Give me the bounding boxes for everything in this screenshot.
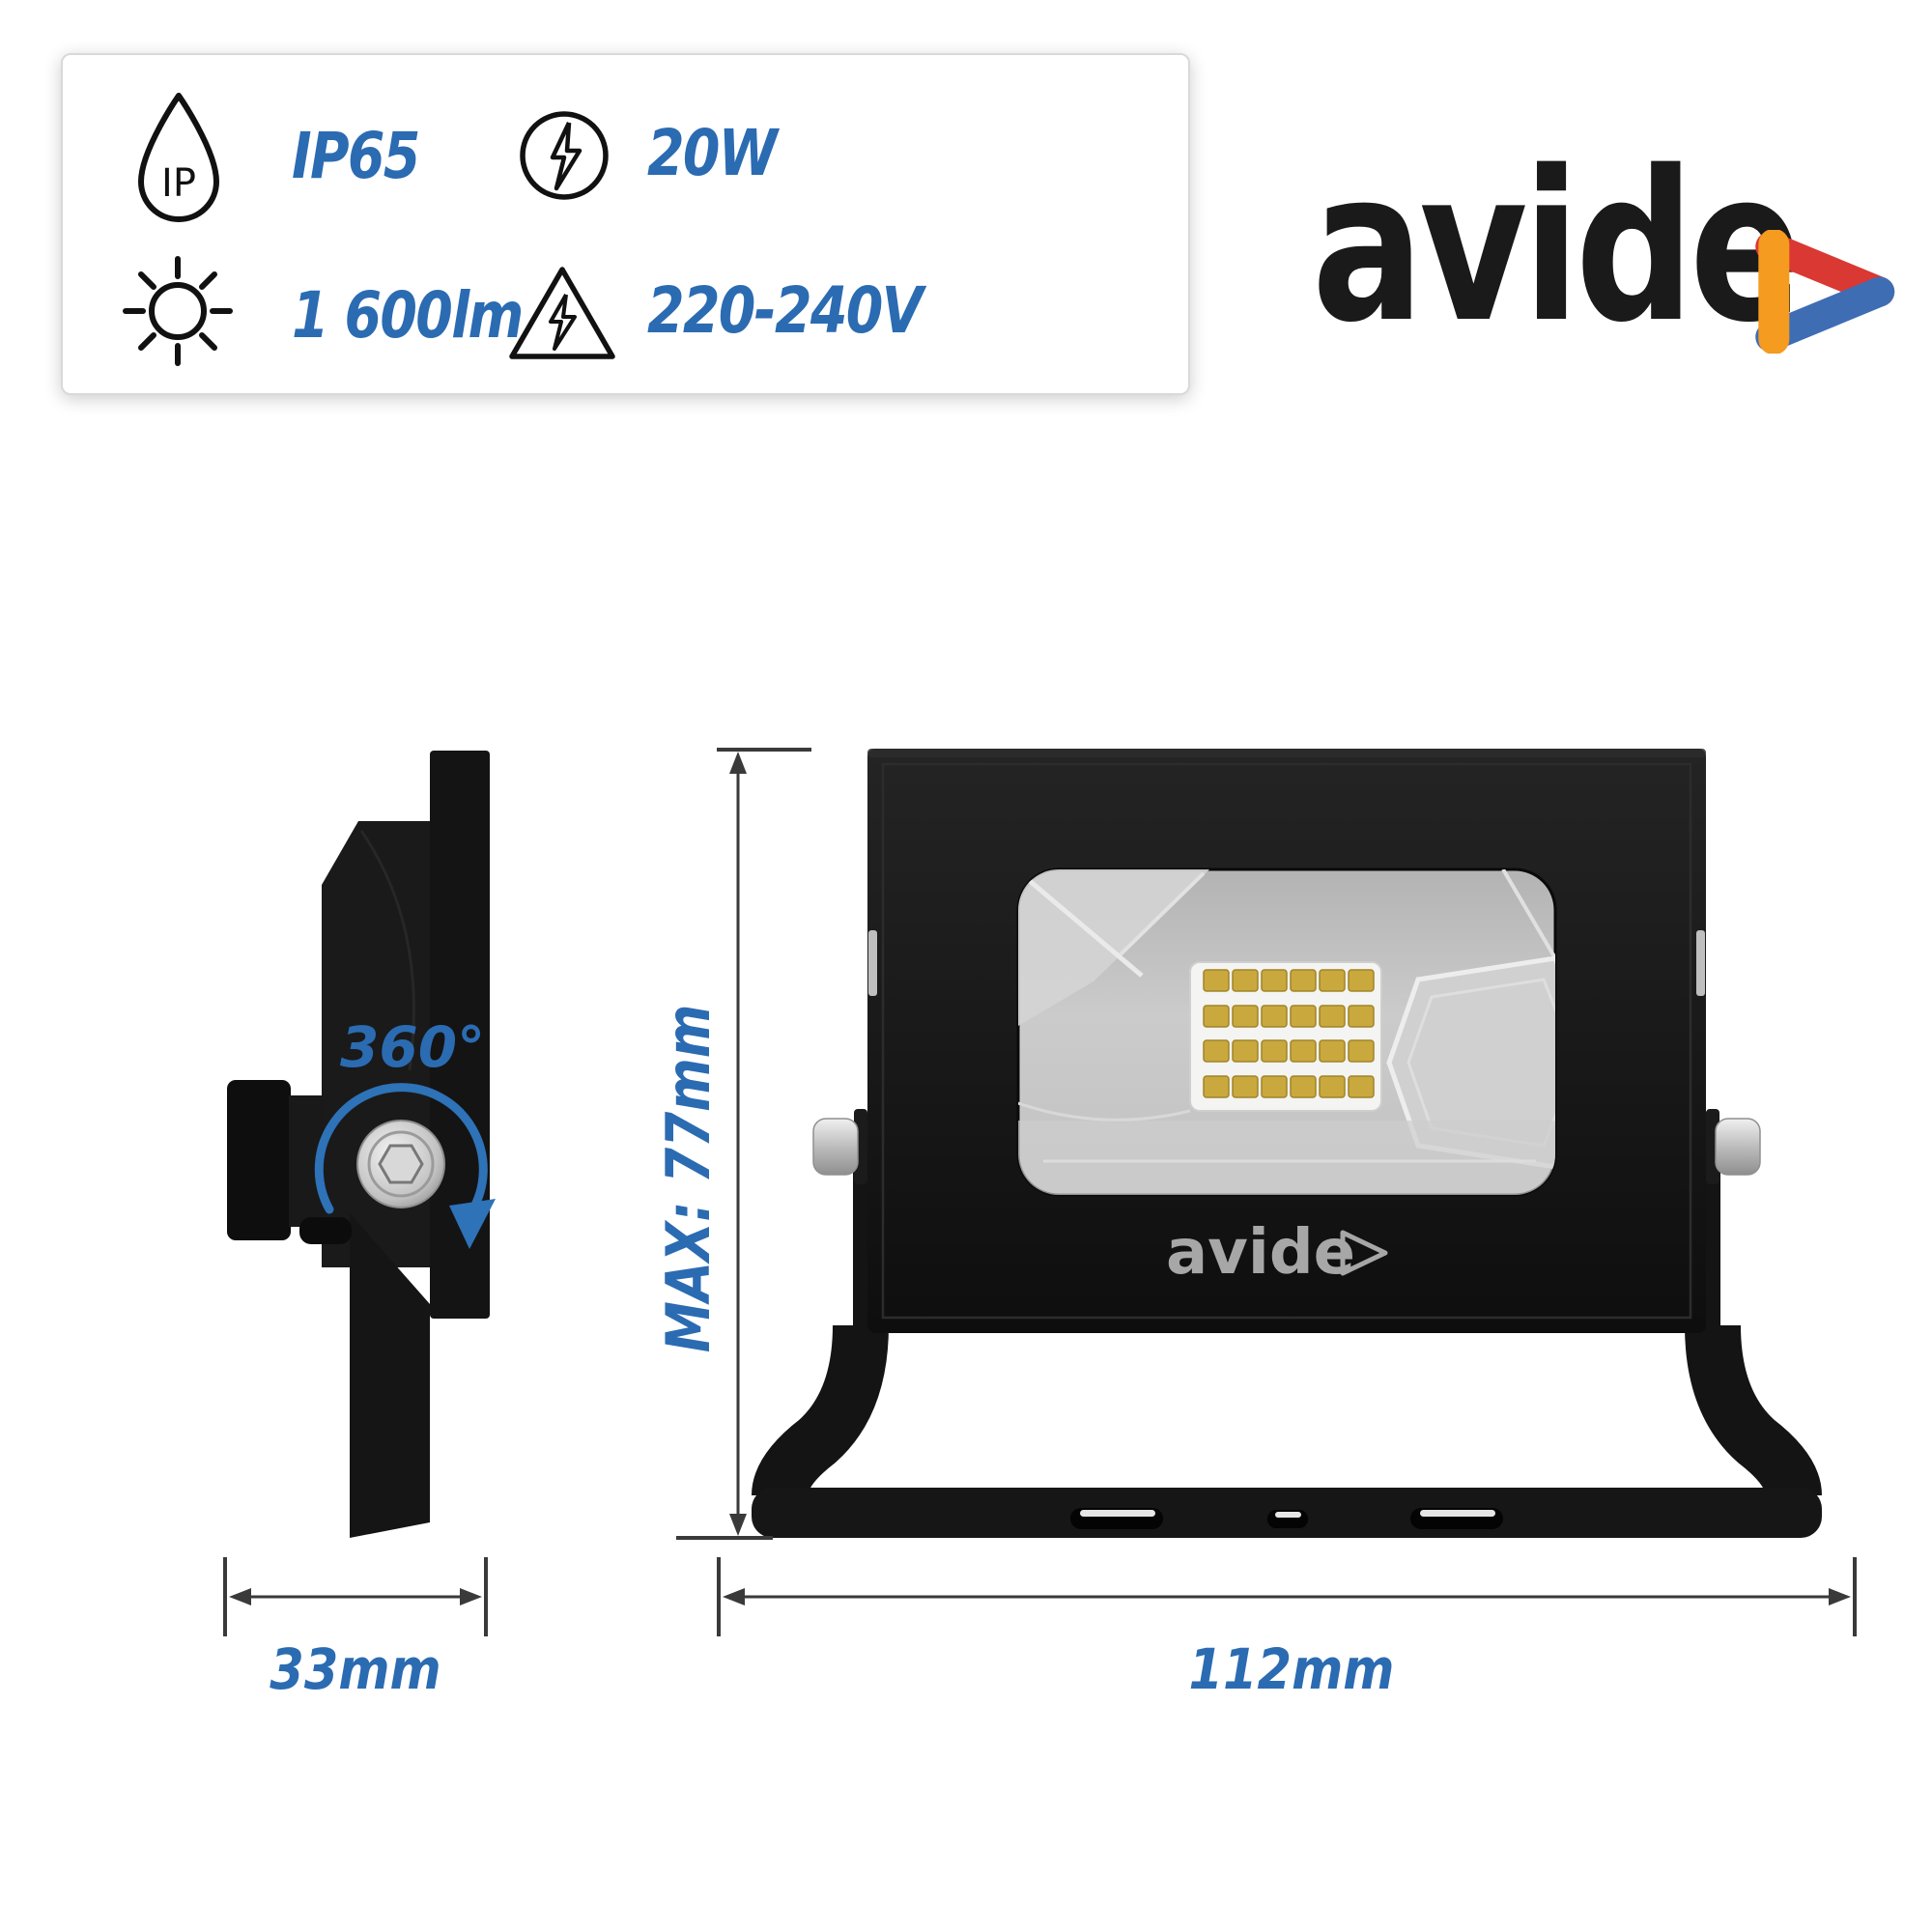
side-junction-box (227, 1080, 291, 1240)
spec-card: IP IP65 1 600lm 20W (61, 53, 1190, 395)
side-view-drawing: 360° 33mm (223, 751, 496, 1702)
water-drop-ip-icon: IP (138, 93, 219, 222)
side-hinge-knuckle (299, 1217, 352, 1244)
front-right-notch (1696, 930, 1705, 996)
side-pivot-screw (356, 1120, 445, 1208)
led-chip (1232, 1005, 1259, 1028)
led-chip (1203, 1075, 1230, 1098)
depth-dimension: 33mm (223, 1557, 488, 1702)
led-chip (1348, 1039, 1375, 1063)
device-logo-wordmark: avide (1166, 1217, 1355, 1289)
side-panel-groove (359, 830, 415, 1071)
brand-play-icon (1755, 230, 1895, 354)
front-view-drawing: avide MAX: 77mm 112mm (653, 748, 1857, 1702)
depth-dimension-label: 33mm (270, 1636, 440, 1702)
led-chip (1290, 1039, 1317, 1063)
led-chip (1319, 1039, 1346, 1063)
led-chip (1232, 1075, 1259, 1098)
spec-lumen-label: 1 600lm (292, 278, 524, 353)
led-chip (1203, 969, 1230, 992)
reflector (1018, 869, 1555, 1195)
led-pcb-panel (1189, 961, 1382, 1112)
led-chip (1290, 1075, 1317, 1098)
rotation-label: 360° (340, 1014, 485, 1080)
front-right-screw (1706, 1109, 1761, 1184)
sun-brightness-icon (123, 256, 233, 366)
spec-watt-label: 20W (647, 116, 778, 190)
mounting-bracket (752, 1169, 1822, 1538)
led-chip (1348, 1005, 1375, 1028)
led-chip (1261, 969, 1288, 992)
led-chip (1232, 1039, 1259, 1063)
led-chip (1203, 1039, 1230, 1063)
rotation-arrow-arc (314, 1083, 488, 1215)
led-chip (1261, 1039, 1288, 1063)
led-chip (1290, 1005, 1317, 1028)
front-left-screw (812, 1109, 867, 1184)
front-body-top-highlight (867, 749, 1706, 757)
side-bracket-fin (350, 1213, 430, 1538)
lightning-circle-icon (520, 111, 609, 200)
svg-text:IP: IP (161, 161, 196, 206)
front-inner-frame-line (881, 762, 1692, 1320)
led-chip (1261, 1075, 1288, 1098)
device-logo-play-icon (1340, 1230, 1388, 1276)
led-chip-grid (1203, 969, 1375, 1098)
led-chip (1232, 969, 1259, 992)
height-dimension-label: MAX: 77mm (653, 1005, 724, 1353)
width-dimension: 112mm (717, 1557, 1857, 1702)
rotation-arrow-head (449, 1199, 496, 1249)
side-back-plate (430, 751, 490, 1319)
led-chip (1261, 1005, 1288, 1028)
led-chip (1348, 969, 1375, 992)
led-chip (1290, 969, 1317, 992)
spec-volt-label: 220-240V (647, 273, 923, 348)
led-chip (1203, 1005, 1230, 1028)
led-chip (1319, 969, 1346, 992)
brand-wordmark: avide (1312, 126, 1803, 368)
lightning-triangle-icon (509, 267, 615, 359)
width-dimension-label: 112mm (1189, 1636, 1395, 1702)
led-chip (1319, 1005, 1346, 1028)
led-chip (1319, 1075, 1346, 1098)
bracket-slots (1070, 1508, 1503, 1529)
front-left-notch (868, 930, 877, 996)
led-chip (1348, 1075, 1375, 1098)
height-dimension: MAX: 77mm (653, 748, 811, 1540)
spec-ip-label: IP65 (292, 119, 420, 193)
